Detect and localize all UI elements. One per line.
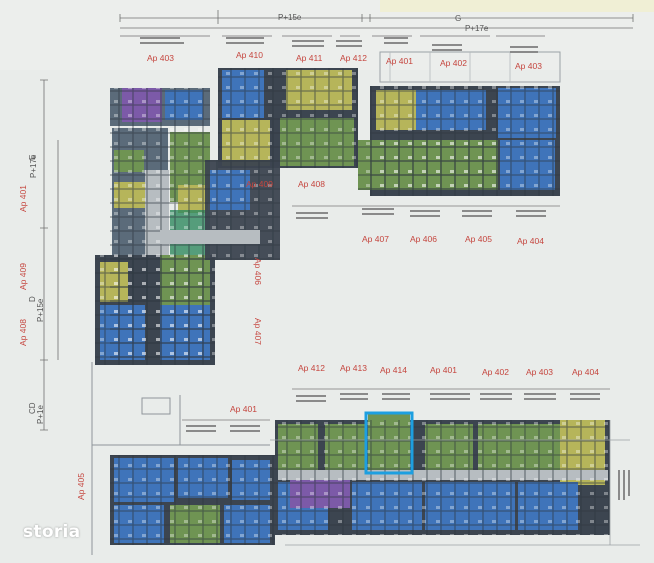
dim-left-e: E [28, 155, 37, 160]
label-ap-405-mid: Ap 405 [465, 234, 492, 244]
dim-left-e-floors: P+17e [29, 154, 38, 178]
label-ap-404-mid: Ap 404 [517, 236, 544, 246]
right-edge-annotation [618, 470, 630, 500]
dimension-lines-mid [182, 205, 610, 421]
dim-left-d: D [28, 296, 37, 302]
label-ap-401-top: Ap 401 [386, 56, 413, 66]
label-ap-403-top: Ap 403 [147, 53, 174, 63]
dim-top-left: P+15e [278, 13, 302, 22]
label-ap-401-bot: Ap 401 [430, 365, 457, 375]
area-annotations [140, 37, 600, 432]
label-ap-406-vert: Ap 406 [253, 258, 263, 285]
label-ap-403-right: Ap 403 [515, 61, 542, 71]
wing-right-top [358, 86, 560, 196]
label-ap-402-top: Ap 402 [440, 58, 467, 68]
label-ap-412-bot: Ap 412 [298, 363, 325, 373]
dim-top-right-letter: G [455, 14, 461, 23]
storia-watermark: storia [23, 522, 81, 542]
label-ap-414-bot: Ap 414 [380, 365, 407, 375]
dim-left-cd: CD [28, 402, 37, 414]
label-ap-408-mid: Ap 408 [298, 179, 325, 189]
label-ap-407-vert: Ap 407 [253, 318, 263, 345]
wing-top [218, 68, 358, 168]
label-ap-413-bot: Ap 413 [340, 363, 367, 373]
dim-left-d-floors: P+15e [36, 298, 45, 322]
highlighted-apartment[interactable] [364, 411, 414, 475]
dimension-lines-left [40, 79, 59, 431]
label-ap-405-low: Ap 405 [76, 473, 86, 500]
label-ap-401-low: Ap 401 [230, 404, 257, 414]
dim-top-right: P+17e [465, 24, 489, 33]
wing-bottom-left [110, 455, 275, 545]
label-ap-410: Ap 410 [236, 50, 263, 60]
label-ap-407-mid: Ap 407 [362, 234, 389, 244]
label-ap-404-bot: Ap 404 [572, 367, 599, 377]
label-ap-409-left: Ap 409 [18, 263, 28, 290]
label-ap-412-top: Ap 412 [340, 53, 367, 63]
dim-left-cd-floors: P+1e [36, 405, 45, 424]
label-ap-402-bot: Ap 402 [482, 367, 509, 377]
label-ap-411: Ap 411 [296, 53, 323, 63]
dimension-lines-top [119, 10, 634, 37]
label-ap-406-mid: Ap 406 [410, 234, 437, 244]
label-ap-403-bot: Ap 403 [526, 367, 553, 377]
label-ap-408-left: Ap 408 [18, 319, 28, 346]
label-ap-401-left: Ap 401 [18, 185, 28, 212]
wing-left [95, 88, 215, 365]
wing-bottom-right [275, 414, 610, 535]
label-ap-409-mid: Ap 409 [246, 179, 273, 189]
